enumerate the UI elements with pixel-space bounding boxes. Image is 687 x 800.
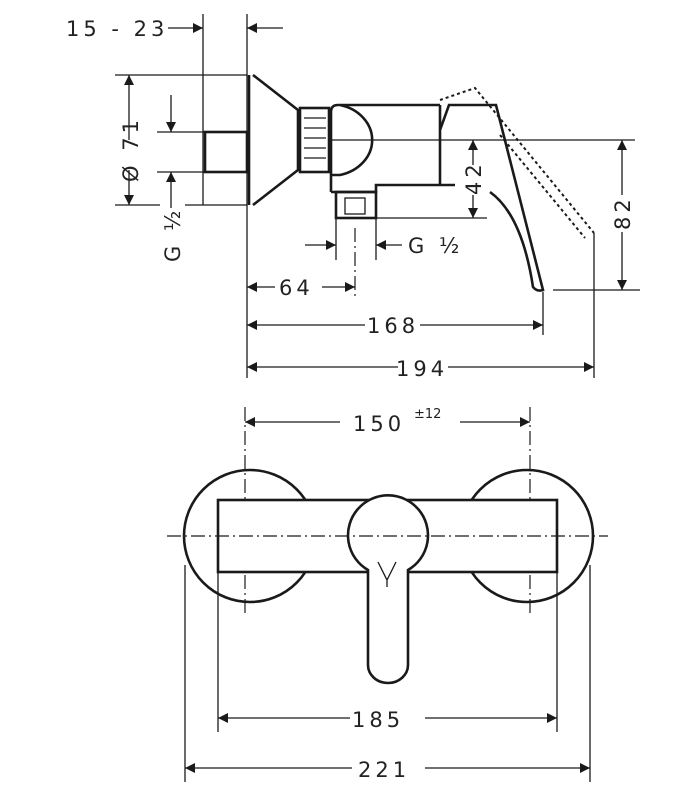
handle-open-position bbox=[439, 86, 595, 239]
rosette-diameter-label: Ø 71 bbox=[119, 116, 143, 182]
nut-ring bbox=[298, 106, 331, 174]
inlet-thread-label: G ½ bbox=[161, 207, 185, 262]
handle-height-label: 82 bbox=[611, 195, 635, 230]
rosette bbox=[247, 73, 300, 207]
total-width-label: 221 bbox=[358, 758, 410, 782]
front-view: 150 ±12 185 221 bbox=[167, 407, 608, 782]
handle-logo-icon bbox=[377, 561, 397, 587]
tolerance-label: ±12 bbox=[414, 407, 441, 422]
inlet-stub bbox=[203, 130, 249, 174]
mixer-body bbox=[329, 103, 455, 194]
outlet-thread-label: G ½ bbox=[408, 234, 463, 258]
outlet-fitting bbox=[334, 190, 378, 220]
lever-handle bbox=[438, 103, 545, 292]
lever-handle bbox=[346, 494, 430, 685]
body-width-label: 185 bbox=[352, 708, 404, 732]
outlet-height-label: 42 bbox=[462, 160, 486, 195]
wall-gap-label: 15 - 23 bbox=[66, 17, 168, 41]
fitting-nut bbox=[344, 197, 366, 215]
nut-ridges bbox=[304, 117, 326, 159]
handle-depth-label: 168 bbox=[367, 314, 419, 338]
center-distance-label: 150 bbox=[353, 412, 405, 436]
outlet-offset-label: 64 bbox=[279, 276, 314, 300]
total-depth-label: 194 bbox=[396, 357, 448, 381]
side-view: 15 - 23 Ø 71 G ½ 42 bbox=[66, 14, 640, 381]
